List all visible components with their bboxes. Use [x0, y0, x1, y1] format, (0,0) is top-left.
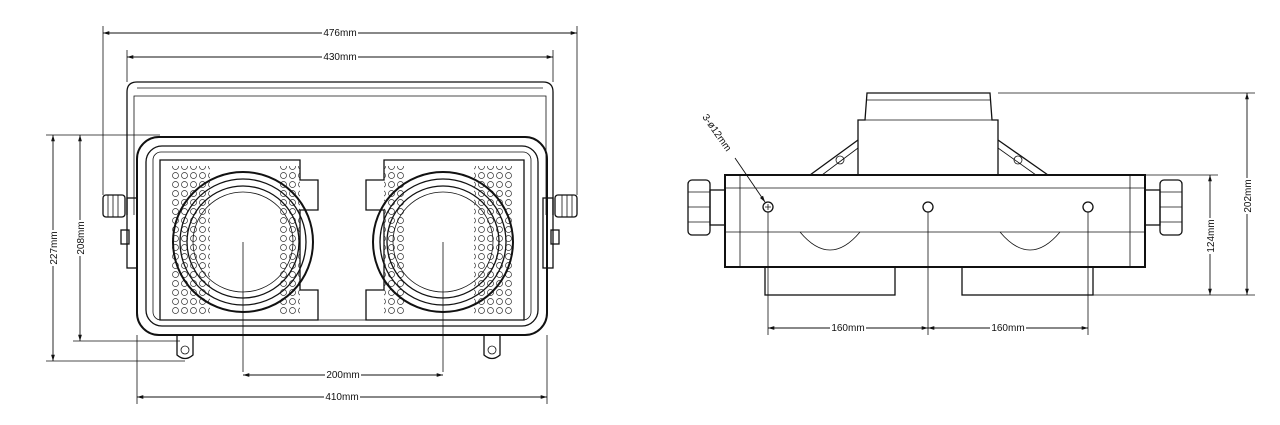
- mounting-feet: [176, 335, 501, 360]
- dim-side-overall-height: 202mm: [1243, 179, 1254, 212]
- dim-body-width: 410mm: [325, 392, 358, 403]
- knob-right: [542, 194, 578, 269]
- dim-bracket-width: 430mm: [323, 52, 356, 63]
- dim-hole-spacing-right: 160mm: [991, 323, 1024, 334]
- lens-panel-right: [365, 159, 525, 372]
- mounting-holes: [762, 201, 1094, 335]
- dim-overall-height: 227mm: [49, 231, 60, 264]
- dim-overall-width: 476mm: [323, 28, 356, 39]
- dim-holes: 3-ø12mm: [700, 112, 734, 153]
- dim-side-body-height: 124mm: [1206, 219, 1217, 252]
- side-view: 3-ø12mm 160mm 160mm 124mm 202mm: [687, 92, 1255, 335]
- lens-panel-left: [159, 159, 319, 372]
- side-knob-left: [687, 179, 726, 236]
- side-knob-right: [1144, 179, 1183, 236]
- top-housing: [857, 92, 999, 176]
- front-view: 476mm 430mm 227mm 208mm 200mm 410mm: [46, 26, 578, 404]
- lens-housing-right: [961, 266, 1094, 296]
- side-body: [724, 174, 1146, 268]
- fixture-body: [136, 136, 548, 336]
- dim-body-height: 208mm: [76, 221, 87, 254]
- lens-housing-left: [764, 266, 896, 296]
- dim-lens-spacing: 200mm: [326, 370, 359, 381]
- dim-hole-spacing-left: 160mm: [831, 323, 864, 334]
- mounting-bracket: [126, 81, 554, 215]
- knob-left: [102, 194, 138, 269]
